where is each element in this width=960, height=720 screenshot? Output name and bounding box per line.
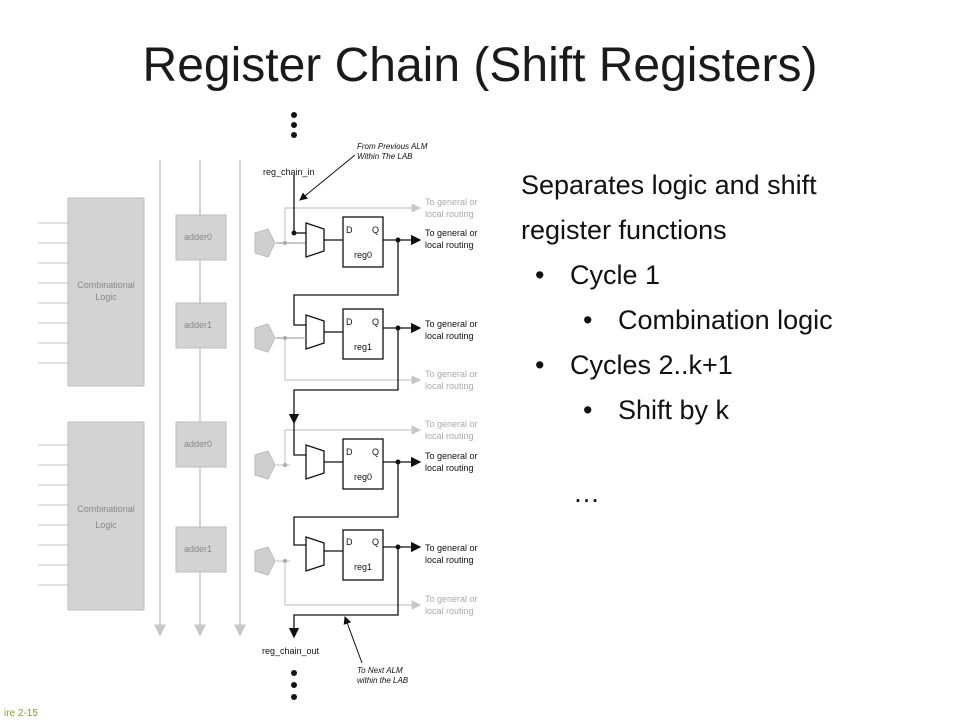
footer-caption: ire 2-15: [4, 708, 38, 719]
svg-text:Combinational: Combinational: [77, 280, 135, 290]
svg-text:D: D: [346, 447, 353, 457]
svg-text:To general or: To general or: [425, 369, 478, 379]
adder-box-2: [175, 302, 227, 349]
register-chain-diagram: Combinational Logic Combinational Logic …: [38, 112, 478, 700]
bullet-list: Separates logic and shift register funct…: [521, 163, 951, 516]
svg-text:Combinational: Combinational: [77, 504, 135, 514]
svg-text:To general or: To general or: [425, 543, 478, 553]
svg-text:local routing: local routing: [425, 555, 474, 565]
svg-text:within the LAB: within the LAB: [357, 676, 409, 685]
svg-text:Within The LAB: Within The LAB: [357, 152, 413, 161]
reg-chain-in-label: reg_chain_in: [263, 167, 315, 177]
svg-text:local routing: local routing: [425, 209, 474, 219]
svg-text:local routing: local routing: [425, 240, 474, 250]
svg-text:Logic: Logic: [95, 292, 117, 302]
svg-text:To general or: To general or: [425, 451, 478, 461]
svg-text:adder1: adder1: [184, 544, 212, 554]
combinational-logic-block-1: Combinational Logic: [67, 197, 145, 387]
svg-text:adder0: adder0: [184, 439, 212, 449]
combinational-logic-block-2: Combinational Logic: [67, 421, 145, 611]
svg-text:adder0: adder0: [184, 232, 212, 242]
svg-text:From Previous ALM: From Previous ALM: [357, 142, 428, 151]
svg-text:local routing: local routing: [425, 331, 474, 341]
svg-text:To general or: To general or: [425, 594, 478, 604]
svg-text:To general or: To general or: [425, 197, 478, 207]
sub-bullet-shift-by-k: •Shift by k: [583, 395, 730, 425]
svg-text:D: D: [346, 537, 353, 547]
svg-text:D: D: [346, 225, 353, 235]
svg-text:local routing: local routing: [425, 431, 474, 441]
svg-text:To Next ALM: To Next ALM: [357, 666, 403, 675]
svg-text:To general or: To general or: [425, 419, 478, 429]
ellipsis: …: [573, 478, 600, 508]
slide-title: Register Chain (Shift Registers): [142, 39, 818, 92]
svg-text:reg1: reg1: [354, 342, 372, 352]
svg-text:To general or: To general or: [425, 228, 478, 238]
svg-text:reg1: reg1: [354, 562, 372, 572]
bullet-cycle-1: •Cycle 1: [535, 260, 661, 290]
svg-text:Q: Q: [372, 447, 379, 457]
bullet-cycles-2-k1: •Cycles 2..k+1: [535, 350, 733, 380]
adder-box-1: [175, 214, 227, 261]
continuation-dots-bottom: [291, 670, 297, 700]
svg-text:To general or: To general or: [425, 319, 478, 329]
svg-text:local routing: local routing: [425, 606, 474, 616]
svg-text:Q: Q: [372, 225, 379, 235]
svg-text:Q: Q: [372, 537, 379, 547]
sub-bullet-combination-logic: •Combination logic: [583, 305, 833, 335]
svg-text:reg0: reg0: [354, 250, 372, 260]
reg-chain-out-label: reg_chain_out: [262, 646, 320, 656]
intro-line-1: Separates logic and shift: [521, 170, 817, 200]
svg-text:Q: Q: [372, 317, 379, 327]
svg-text:reg0: reg0: [354, 472, 372, 482]
continuation-dots-top: [291, 112, 297, 138]
adder-box-4: [175, 526, 227, 573]
svg-text:Logic: Logic: [95, 520, 117, 530]
svg-text:D: D: [346, 317, 353, 327]
intro-line-2: register functions: [521, 215, 727, 245]
svg-text:local routing: local routing: [425, 463, 474, 473]
svg-text:local routing: local routing: [425, 381, 474, 391]
adder-box-3: [175, 421, 227, 468]
svg-text:adder1: adder1: [184, 320, 212, 330]
